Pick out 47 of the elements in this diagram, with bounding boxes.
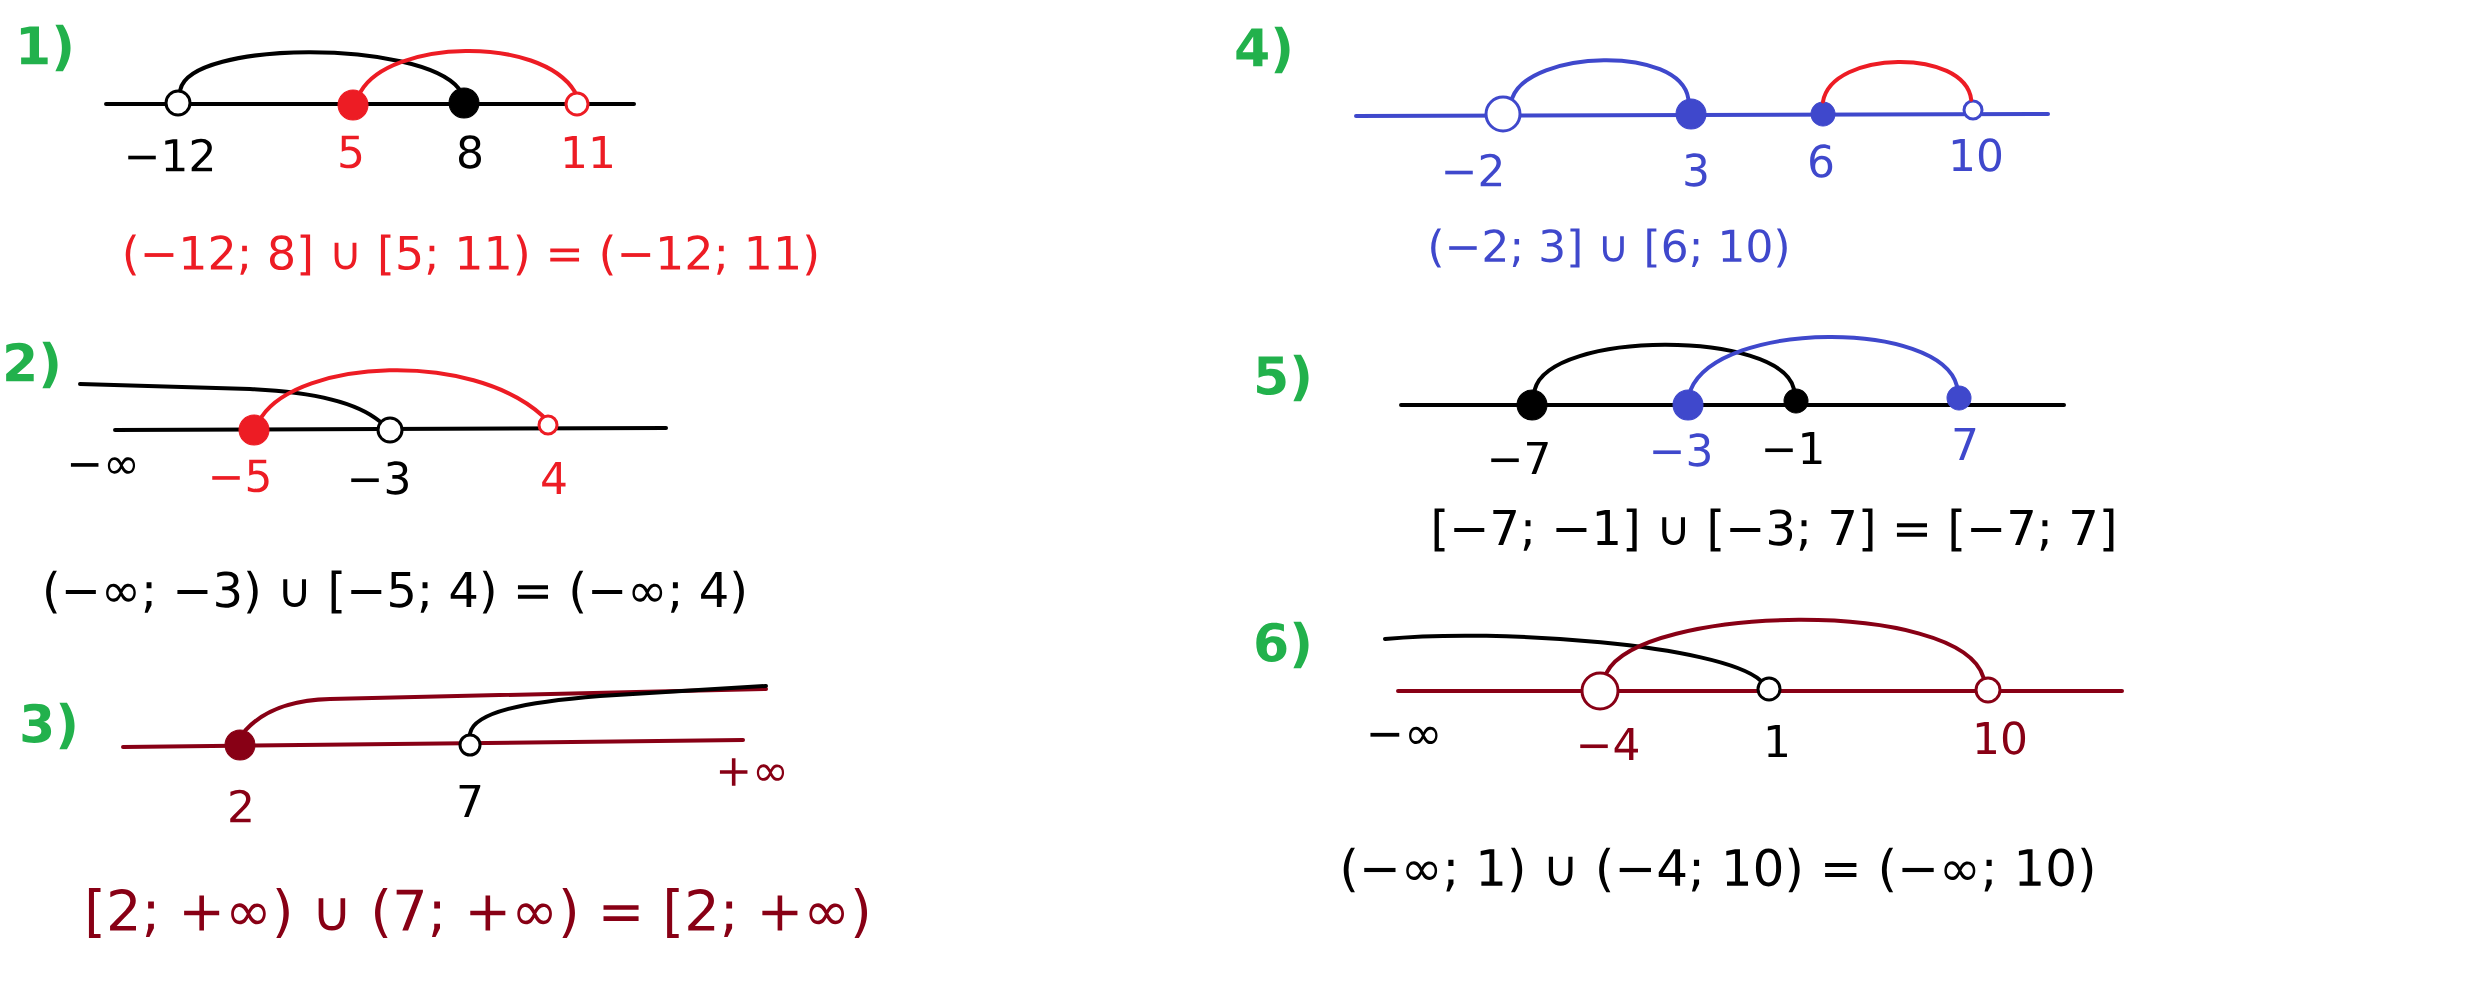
tick-label: 3 xyxy=(1685,153,1707,187)
tick-label: −7 xyxy=(1491,441,1548,475)
interval-notation: (−12; 8] ∪ [5; 11) = (−12; 11) xyxy=(125,234,817,276)
arc-line xyxy=(1510,58,1691,101)
tick-label: 10 xyxy=(1976,721,2026,755)
ray-line xyxy=(1383,633,1763,683)
tick-label: 2 xyxy=(230,789,251,823)
tick-label: −12 xyxy=(128,138,213,172)
tick-label: 7 xyxy=(459,784,481,818)
tick-label: 7 xyxy=(1954,427,1976,461)
tick-label: 11 xyxy=(564,135,612,169)
tick-label: 6 xyxy=(1810,144,1833,178)
tick-label: −4 xyxy=(1580,727,1638,761)
tick-label: +∞ xyxy=(719,758,785,786)
problem-number: 6) xyxy=(1256,621,1309,669)
tick-label: −3 xyxy=(351,461,408,495)
interval-notation: (−∞; −3) ∪ [−5; 4) = (−∞; 4) xyxy=(46,570,744,614)
arc-line xyxy=(178,50,461,92)
problem-number: 4) xyxy=(1236,26,1290,74)
arc-line xyxy=(1821,59,1974,104)
tick-label: 10 xyxy=(1952,138,2002,172)
interval-notation: [−7; −1] ∪ [−3; 7] = [−7; 7] xyxy=(1434,508,2114,552)
tick-label: 8 xyxy=(459,135,481,169)
arc-line xyxy=(1604,617,1986,680)
tick-label: −∞ xyxy=(70,457,136,474)
tick-label: 4 xyxy=(542,461,566,495)
interval-notation: [2; +∞) ∪ (7; +∞) = [2; +∞) xyxy=(88,888,868,938)
tick-label: −1 xyxy=(1765,431,1822,465)
tick-label: −∞ xyxy=(1370,726,1438,745)
arc-line xyxy=(1532,342,1796,392)
problem-number: 2) xyxy=(6,341,58,389)
tick-label: 5 xyxy=(340,135,362,169)
problem-number: 5) xyxy=(1257,354,1309,402)
interval-notation: (−∞; 1) ∪ (−4; 10) = (−∞; 10) xyxy=(1343,847,2093,893)
tick-label: 1 xyxy=(1767,724,1787,758)
arc-line xyxy=(1688,334,1959,392)
tick-label: −3 xyxy=(1653,433,1710,467)
ray-line xyxy=(468,684,768,736)
tick-label: −5 xyxy=(212,459,269,493)
tick-label: −2 xyxy=(1445,153,1502,187)
ray-line xyxy=(243,687,768,733)
interval-notation: (−2; 3] ∪ [6; 10) xyxy=(1431,228,1787,268)
arc-line xyxy=(259,368,545,419)
problem-number: 1) xyxy=(20,24,71,72)
ray-line xyxy=(78,382,382,424)
problem-number: 3) xyxy=(22,702,75,750)
arc-line xyxy=(358,49,577,94)
